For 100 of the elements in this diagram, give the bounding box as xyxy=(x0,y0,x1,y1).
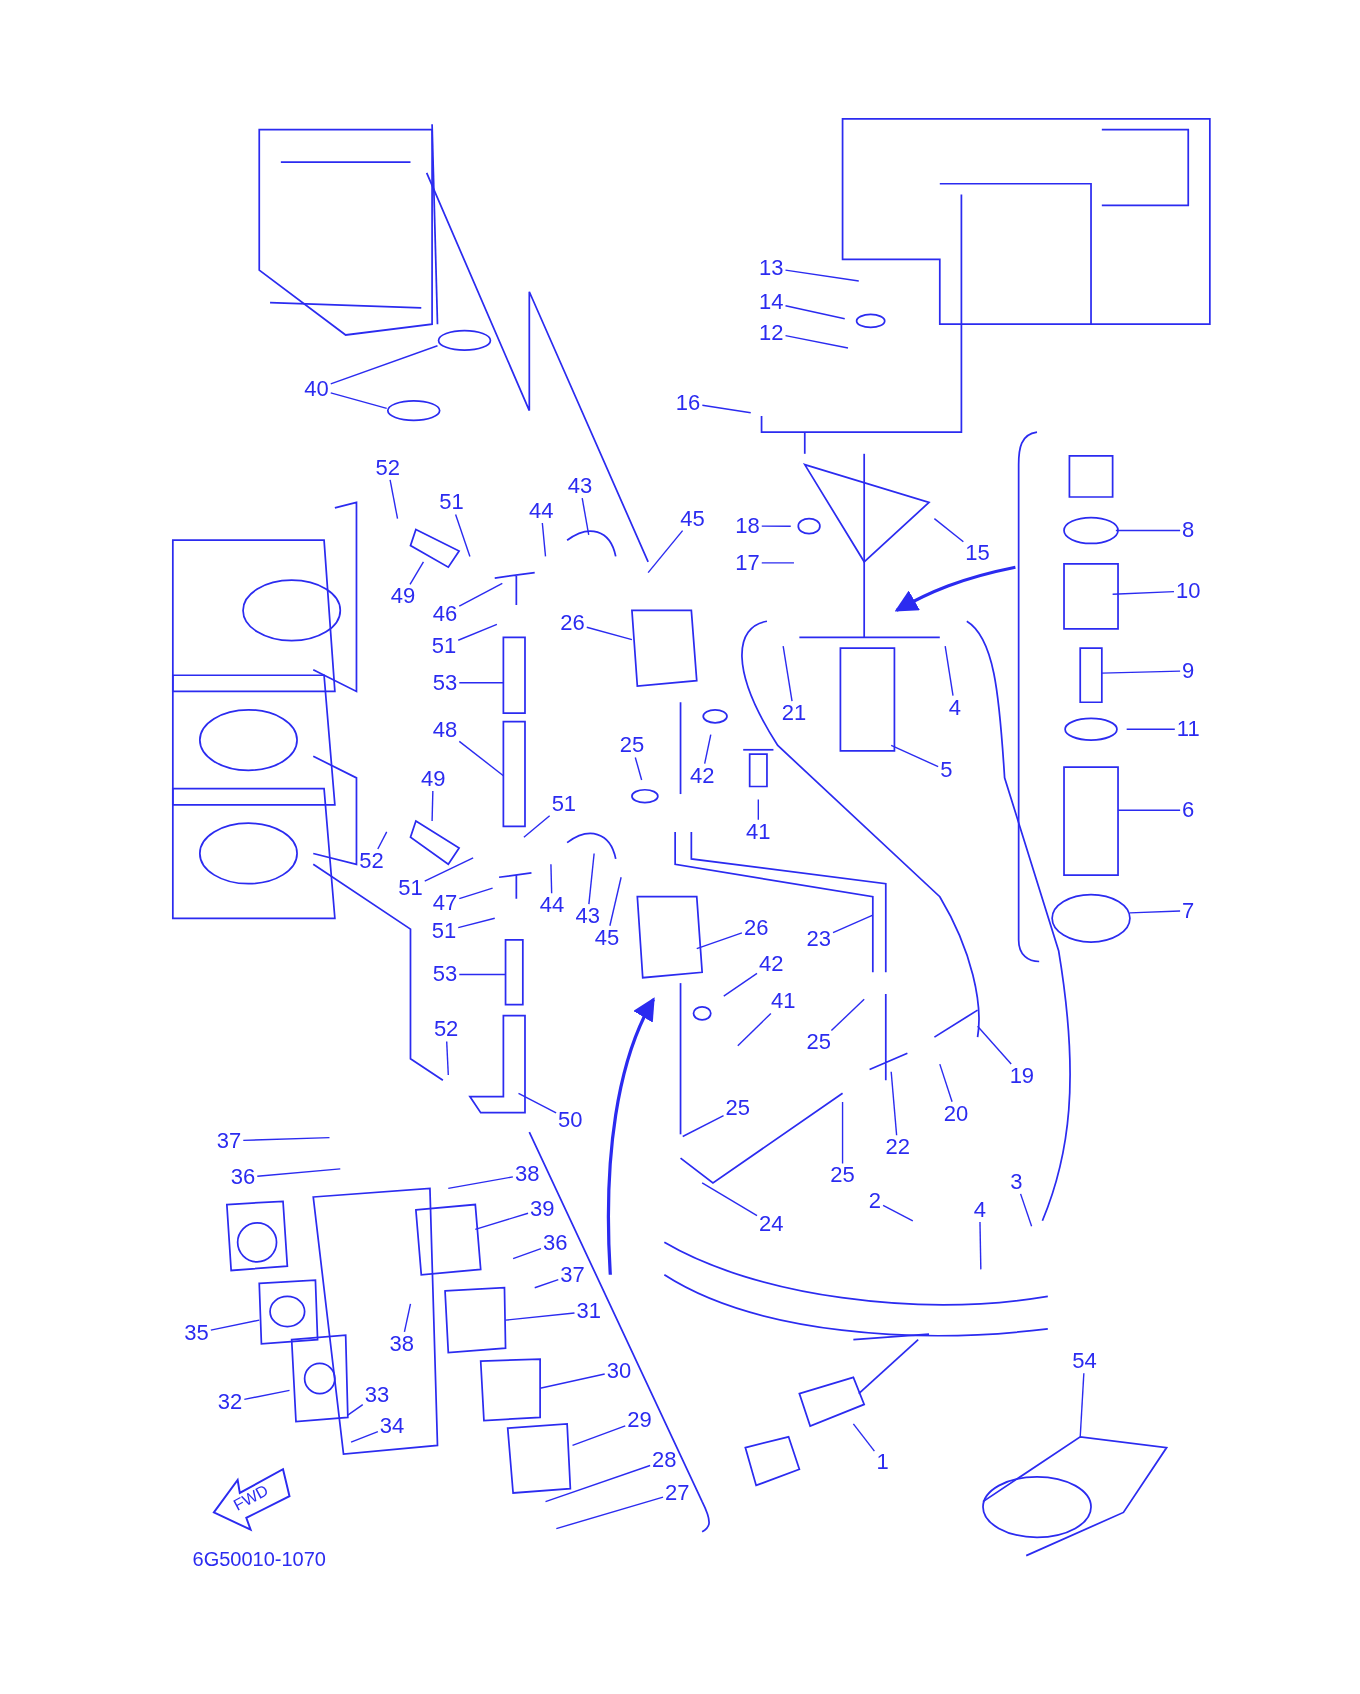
leader-line xyxy=(523,815,551,838)
callout-number: 3 xyxy=(1008,1169,1025,1194)
leader-line xyxy=(939,1063,953,1103)
callout-number: 43 xyxy=(565,474,595,499)
leader-line xyxy=(571,1425,626,1447)
callout-number: 50 xyxy=(556,1108,585,1133)
callout-number: 34 xyxy=(377,1413,407,1438)
leader-line xyxy=(389,479,399,520)
callout-number: 4 xyxy=(946,695,964,720)
callout-number: 45 xyxy=(678,506,707,531)
leader-line xyxy=(1111,590,1175,595)
leader-line xyxy=(1117,809,1181,811)
leader-line xyxy=(424,857,474,882)
drawing-number: 6G50010-1070 xyxy=(191,1547,327,1570)
leader-line xyxy=(431,790,434,822)
leader-line xyxy=(976,1025,1012,1065)
callout-number: 52 xyxy=(431,1017,461,1042)
leader-line xyxy=(504,1312,576,1321)
leader-line xyxy=(757,798,760,821)
leader-line xyxy=(701,404,752,414)
leader-line xyxy=(609,876,622,927)
callout-number: 26 xyxy=(741,915,771,940)
callout-number: 35 xyxy=(182,1321,211,1345)
callout-number: 5 xyxy=(938,758,955,783)
leader-line xyxy=(761,525,792,527)
leader-line xyxy=(347,1404,364,1416)
leader-line xyxy=(458,973,507,976)
callout-number: 32 xyxy=(215,1390,245,1415)
leader-line xyxy=(1079,1372,1085,1438)
leader-line xyxy=(703,733,712,765)
leader-line xyxy=(1115,529,1181,532)
leader-line xyxy=(458,740,505,777)
leader-line xyxy=(682,1114,725,1138)
callout-number: 51 xyxy=(437,490,466,515)
leader-line xyxy=(634,756,643,781)
leader-line xyxy=(242,1136,331,1142)
leader-line xyxy=(403,1303,412,1333)
callout-number: 49 xyxy=(388,584,418,609)
leader-line xyxy=(550,863,553,895)
callout-number: 23 xyxy=(804,926,834,951)
callout-number: 13 xyxy=(757,255,786,280)
leader-line xyxy=(1019,1193,1033,1227)
callout-number: 30 xyxy=(604,1358,634,1383)
callout-number: 27 xyxy=(663,1480,692,1505)
callout-number: 25 xyxy=(828,1163,857,1188)
callout-number: 51 xyxy=(396,875,425,900)
leader-line xyxy=(852,1423,876,1452)
callout-number: 12 xyxy=(757,320,786,345)
leader-line xyxy=(933,517,965,543)
callout-number: 48 xyxy=(430,718,460,743)
leader-line xyxy=(458,887,494,900)
callout-number: 17 xyxy=(733,550,762,575)
callout-number: 49 xyxy=(418,766,448,791)
callout-number: 36 xyxy=(541,1231,570,1256)
leader-line xyxy=(330,392,388,410)
callout-number: 44 xyxy=(537,893,567,918)
callout-number: 40 xyxy=(302,376,331,401)
leader-line xyxy=(458,682,505,684)
callout-number: 38 xyxy=(512,1162,542,1187)
callout-number: 42 xyxy=(757,951,786,976)
leader-line xyxy=(256,1168,341,1177)
callout-number: 33 xyxy=(362,1382,392,1407)
leader-line xyxy=(581,497,590,536)
callout-number: 1 xyxy=(874,1449,891,1474)
leader-line xyxy=(539,1373,606,1389)
callout-number: 53 xyxy=(430,962,460,987)
leader-line xyxy=(832,914,874,934)
leader-line xyxy=(517,1092,557,1114)
callout-number: 10 xyxy=(1174,578,1203,603)
callout-number: 38 xyxy=(387,1331,417,1356)
leader-line xyxy=(457,917,496,929)
callout-number: 54 xyxy=(1070,1349,1099,1374)
leader-line xyxy=(458,582,503,607)
leader-line xyxy=(1129,910,1181,914)
callout-number: 18 xyxy=(733,514,762,539)
callout-number: 53 xyxy=(430,670,460,695)
leader-line xyxy=(512,1247,542,1260)
leader-line xyxy=(243,1389,291,1401)
callout-number: 47 xyxy=(430,891,460,916)
callout-number: 37 xyxy=(558,1262,587,1287)
callout-number: 4 xyxy=(971,1197,988,1222)
callout-number: 20 xyxy=(941,1101,971,1126)
leader-line xyxy=(210,1319,260,1331)
callout-number: 22 xyxy=(883,1135,912,1160)
leader-line xyxy=(588,852,595,905)
leader-line xyxy=(830,998,865,1032)
leader-line xyxy=(330,345,439,385)
leader-line xyxy=(944,645,954,697)
leader-line xyxy=(409,561,425,586)
callout-number: 25 xyxy=(617,733,647,758)
leader-line xyxy=(1125,728,1176,730)
callout-number: 36 xyxy=(228,1165,258,1190)
callout-number: 6 xyxy=(1180,798,1197,823)
callout-number: 45 xyxy=(592,925,622,950)
callout-number: 31 xyxy=(574,1299,603,1324)
leader-line xyxy=(890,1071,898,1136)
leader-line xyxy=(882,1204,914,1222)
callout-number: 52 xyxy=(373,455,403,480)
callout-number: 9 xyxy=(1180,658,1197,683)
callout-number: 43 xyxy=(573,904,602,928)
